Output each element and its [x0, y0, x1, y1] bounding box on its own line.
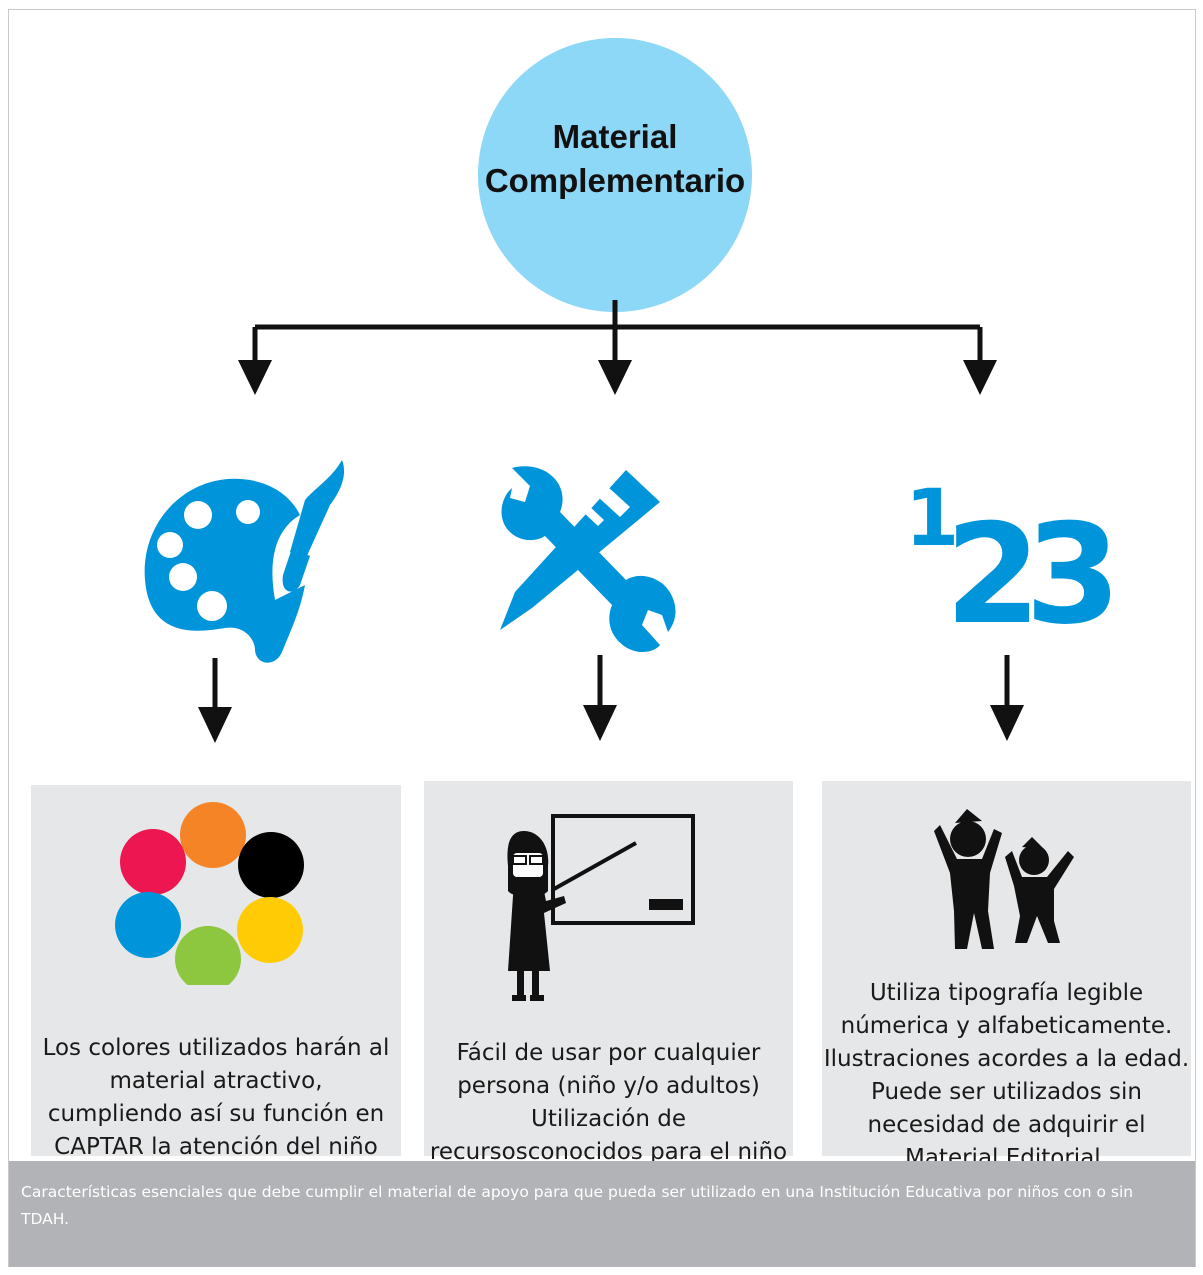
- root-title-line2: Complementario: [484, 162, 746, 199]
- figure-caption: Características esenciales que debe cump…: [9, 1161, 1195, 1267]
- top-arrowheads: [238, 360, 997, 395]
- root-title: Material Complementario: [480, 115, 750, 203]
- card-typography: Utiliza tipografía legible númerica y al…: [822, 781, 1191, 1171]
- card-colors: Los colores utilizados harán al material…: [31, 785, 401, 1160]
- svg-text:1: 1: [905, 474, 959, 564]
- color-circles-icon: [115, 802, 304, 985]
- teacher-board-icon: [507, 814, 695, 1001]
- children-jumping-icon: [934, 809, 1074, 949]
- root-title-line1: Material: [552, 118, 678, 155]
- card-typography-text: Utiliza tipografía legible númerica y al…: [823, 980, 1190, 1171]
- svg-text:3: 3: [1025, 494, 1121, 655]
- lower-arrowheads: [198, 705, 1024, 743]
- root-circle: [478, 38, 752, 312]
- arrow-left-head: [238, 360, 272, 395]
- palette-brush-icon: [144, 460, 345, 663]
- svg-text:2: 2: [945, 494, 1041, 655]
- numbers-123-icon: 1 2 3: [905, 474, 1121, 655]
- arrow-center-head: [598, 360, 632, 395]
- wrench-pencil-icon: [500, 466, 676, 653]
- card-colors-text: Los colores utilizados harán al material…: [42, 1035, 390, 1160]
- lower-connectors: [212, 655, 1010, 712]
- arrow-right-head: [963, 360, 997, 395]
- top-connectors: [252, 300, 983, 365]
- card-usability: Fácil de usar por cualquier persona (niñ…: [424, 781, 793, 1198]
